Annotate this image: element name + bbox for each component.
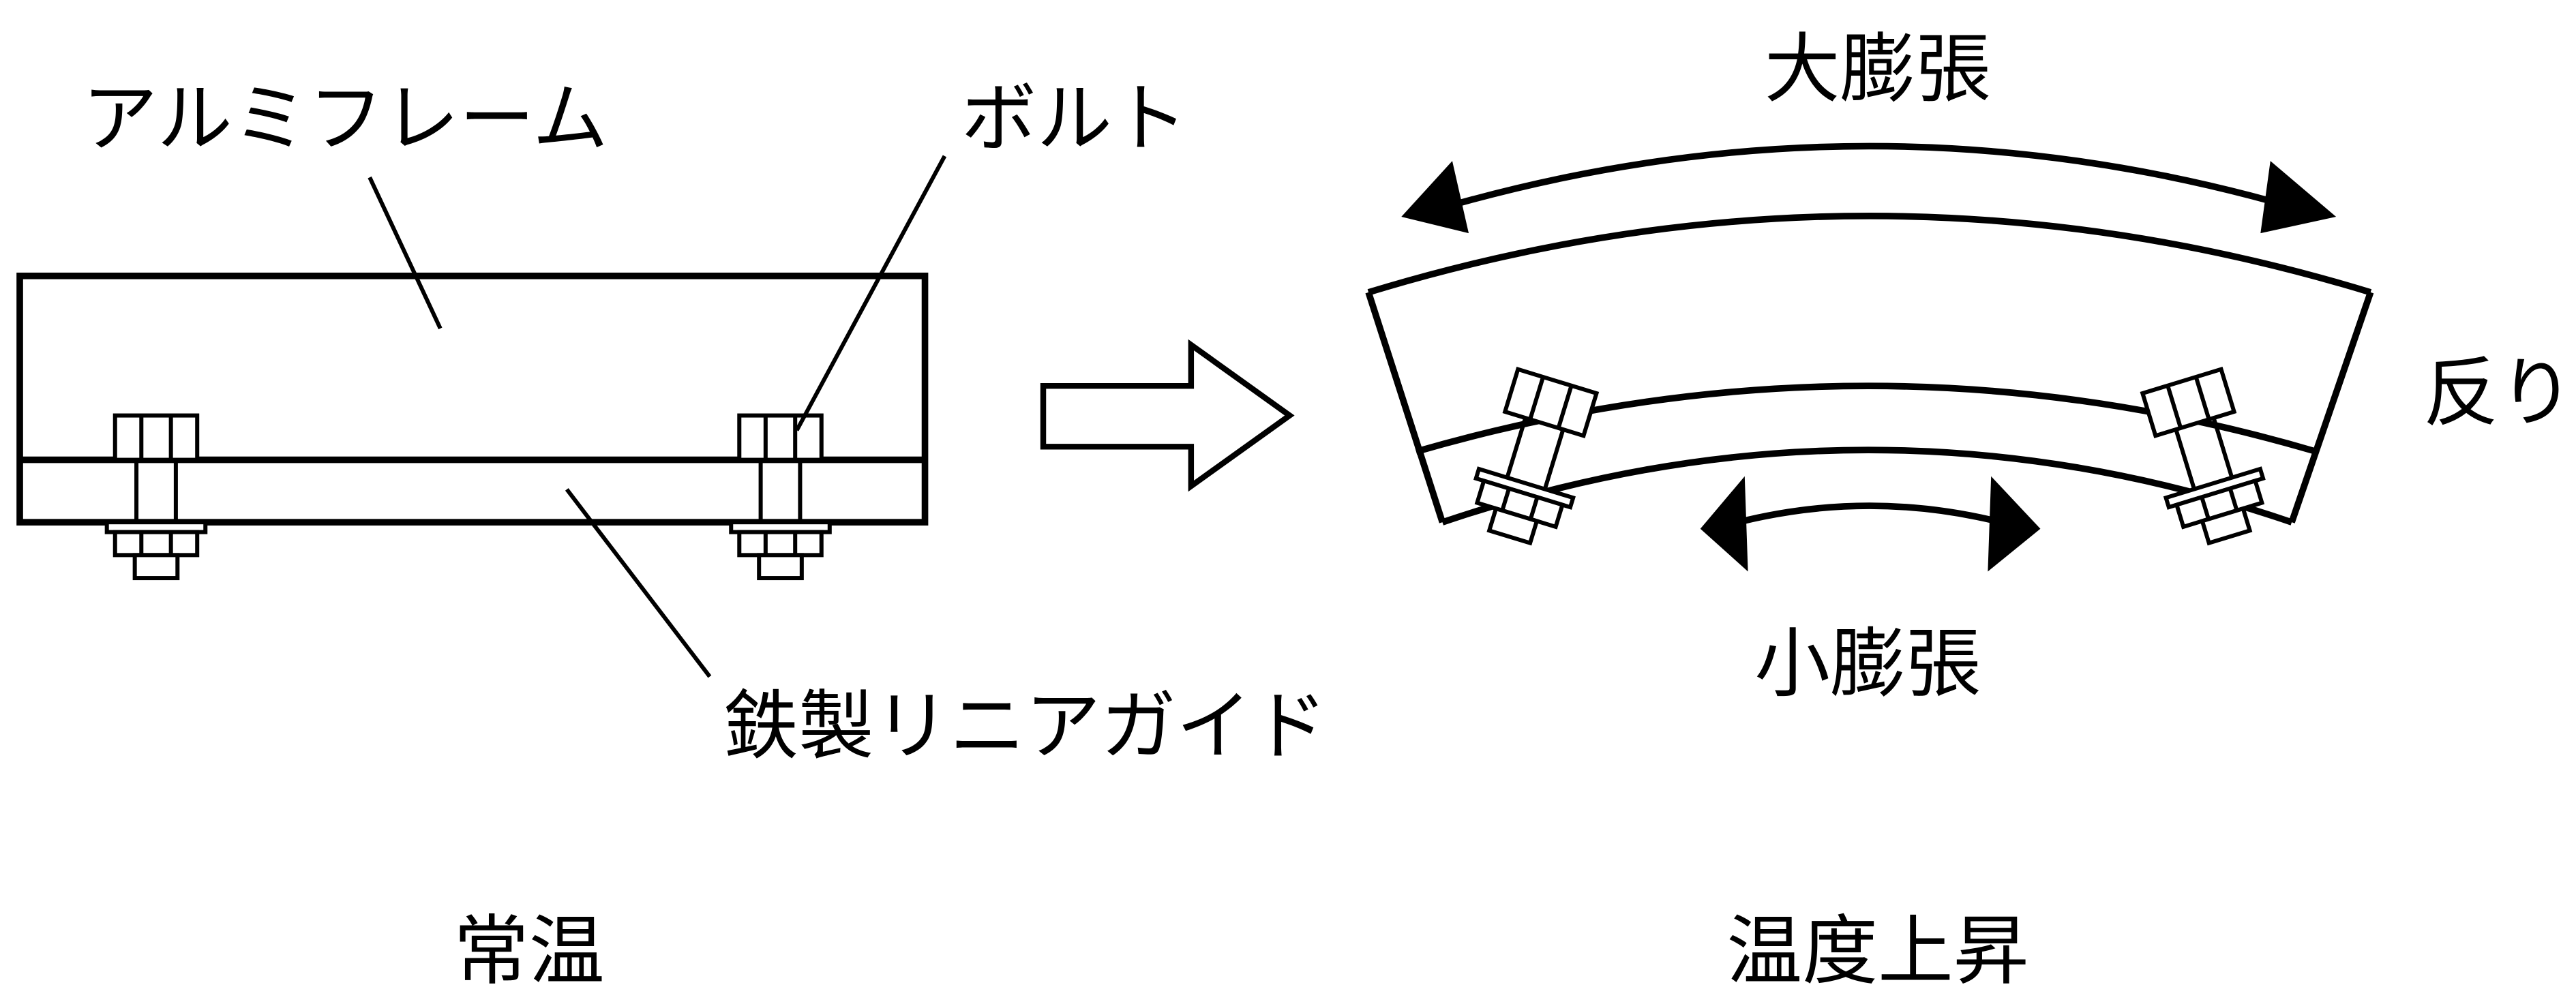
leader-line-guide [565,488,712,678]
small-expansion-arrow-icon [1700,476,2041,572]
label-large-expansion: 大膨張 [1765,26,1991,114]
label-aluminum-frame: アルミフレーム [83,75,608,163]
label-warp: 反り [2423,349,2575,437]
heated-assembly [1365,213,2374,551]
label-steel-linear-guide: 鉄製リニアガイド [723,682,1328,770]
label-room-temperature: 常温 [453,908,605,987]
right-arrow-icon [1040,339,1295,492]
leader-line-bolt [794,155,947,431]
label-bolt: ボルト [961,75,1188,163]
bolt-right [731,416,830,579]
warped-guide-bottom [1441,446,2293,526]
aluminum-frame [16,272,929,526]
room-temperature-assembly [16,272,929,579]
label-small-expansion: 小膨張 [1754,620,1981,708]
bolt-left-warped [1463,367,1604,551]
label-temperature-rise: 温度上昇 [1726,908,2028,987]
leader-line-frame [368,176,443,330]
large-expansion-arrow-icon [1401,142,2337,234]
bolt-left [107,416,206,579]
bolt-right-warped [2135,367,2277,551]
warped-frame-top [1367,213,2372,296]
